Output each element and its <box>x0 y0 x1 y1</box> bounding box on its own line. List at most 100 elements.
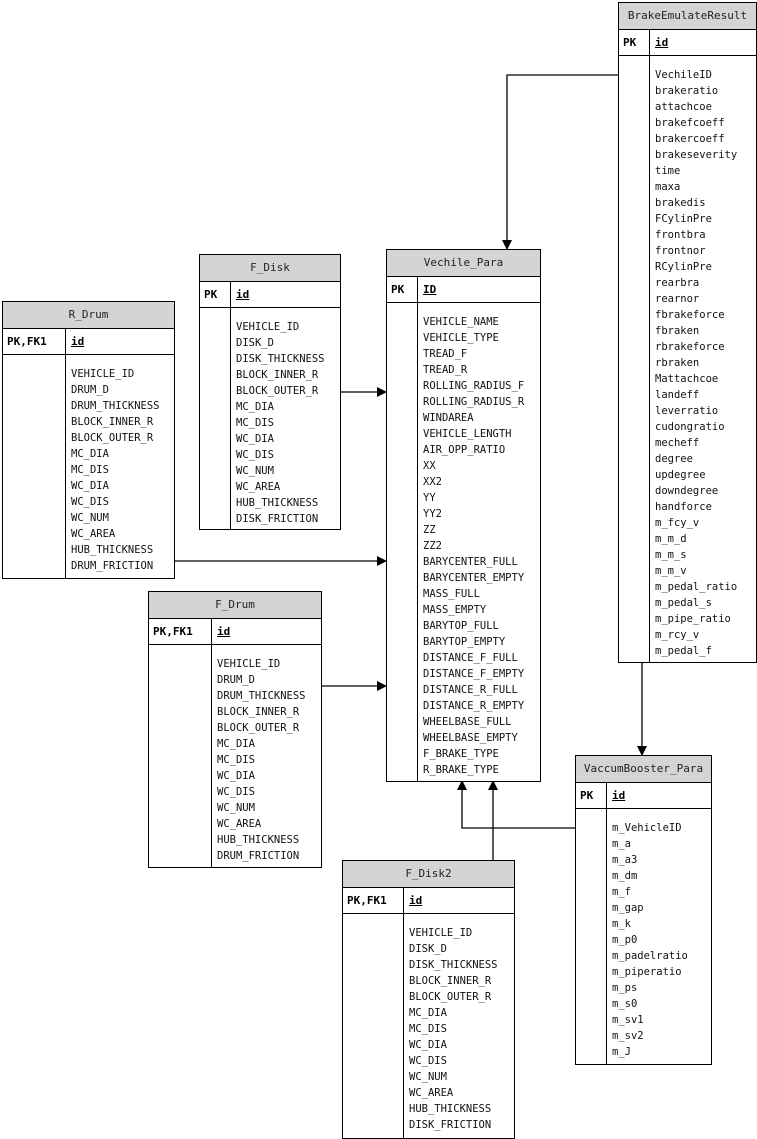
entity-title: Vechile_Para <box>387 250 540 277</box>
field: DRUM_FRICTION <box>217 850 300 862</box>
field: YY2 <box>423 508 442 520</box>
field: leverratio <box>655 405 719 417</box>
field: VEHICLE_ID <box>236 321 300 333</box>
field: m_p0 <box>612 934 638 946</box>
field: VEHICLE_ID <box>71 368 135 380</box>
field: time <box>655 165 681 177</box>
field: BARYTOP_FULL <box>423 620 499 632</box>
field: ZZ <box>423 524 436 536</box>
field: AIR_OPP_RATIO <box>423 444 506 456</box>
field: DRUM_FRICTION <box>71 560 154 572</box>
field: m_sv1 <box>612 1014 644 1026</box>
field: VEHICLE_ID <box>409 927 473 939</box>
field: DISK_FRICTION <box>409 1119 492 1131</box>
field: WC_NUM <box>409 1071 447 1083</box>
field: BLOCK_OUTER_R <box>236 385 319 397</box>
field: MC_DIA <box>236 401 274 413</box>
field: maxa <box>655 181 681 193</box>
field: fbrakeforce <box>655 309 725 321</box>
entity-title: VaccumBooster_Para <box>576 756 711 783</box>
field: WC_NUM <box>236 465 274 477</box>
field: BARYCENTER_EMPTY <box>423 572 525 584</box>
field: DISK_FRICTION <box>236 513 319 525</box>
field: MC_DIS <box>236 417 274 429</box>
primary-key-field: id <box>655 36 669 49</box>
field: brakefcoeff <box>655 117 725 129</box>
field: MC_DIS <box>217 754 255 766</box>
field: brakeratio <box>655 85 719 97</box>
field: brakedis <box>655 197 706 209</box>
field: F_BRAKE_TYPE <box>423 748 499 760</box>
link-brakeresult-to-vechile <box>502 74 618 250</box>
field: MASS_FULL <box>423 588 480 600</box>
field: WC_DIS <box>71 496 109 508</box>
entity-title: BrakeEmulateResult <box>619 3 756 30</box>
field: BLOCK_INNER_R <box>236 369 319 381</box>
key-type-label: PK,FK1 <box>347 894 387 907</box>
field: m_pipe_ratio <box>655 613 731 625</box>
field: handforce <box>655 501 712 513</box>
field: rbraken <box>655 357 700 369</box>
field: MC_DIS <box>71 464 109 476</box>
field: m_fcy_v <box>655 517 700 529</box>
field: HUB_THICKNESS <box>71 544 154 556</box>
field: ROLLING_RADIUS_F <box>423 380 525 392</box>
key-type-label: PK <box>580 789 594 802</box>
column-divider <box>211 619 212 867</box>
field: VEHICLE_LENGTH <box>423 428 512 440</box>
entity-title: R_Drum <box>3 302 174 329</box>
field: frontnor <box>655 245 706 257</box>
field: rearbra <box>655 277 700 289</box>
column-divider <box>65 329 66 578</box>
field: m_dm <box>612 870 638 882</box>
field: rbrakeforce <box>655 341 725 353</box>
field: BARYCENTER_FULL <box>423 556 518 568</box>
column-divider <box>649 30 650 662</box>
field: m_sv2 <box>612 1030 644 1042</box>
field: downdegree <box>655 485 719 497</box>
field: WC_DIA <box>217 770 255 782</box>
field: WC_DIS <box>217 786 255 798</box>
field: HUB_THICKNESS <box>217 834 300 846</box>
field: frontbra <box>655 229 706 241</box>
field: WC_AREA <box>236 481 281 493</box>
field: m_f <box>612 886 631 898</box>
field: mecheff <box>655 437 700 449</box>
field: DISTANCE_F_FULL <box>423 652 518 664</box>
field: TREAD_R <box>423 364 468 376</box>
key-type-label: PK,FK1 <box>7 335 47 348</box>
field: DISK_THICKNESS <box>236 353 325 365</box>
field: m_m_s <box>655 549 687 561</box>
field: HUB_THICKNESS <box>409 1103 492 1115</box>
field: DISK_D <box>409 943 447 955</box>
link-vaccum-to-vechile <box>457 780 575 829</box>
field: rearnor <box>655 293 700 305</box>
column-divider <box>606 783 607 1064</box>
field: BLOCK_INNER_R <box>409 975 492 987</box>
field: BLOCK_OUTER_R <box>217 722 300 734</box>
field: DRUM_THICKNESS <box>71 400 160 412</box>
field: WHEELBASE_EMPTY <box>423 732 518 744</box>
field: m_ps <box>612 982 638 994</box>
field: m_piperatio <box>612 966 682 978</box>
field: DISTANCE_R_FULL <box>423 684 518 696</box>
field: updegree <box>655 469 706 481</box>
key-type-label: PK <box>204 288 218 301</box>
field: m_J <box>612 1046 631 1058</box>
primary-key-field: id <box>217 625 231 638</box>
field: RCylinPre <box>655 261 712 273</box>
field: m_pedal_s <box>655 597 712 609</box>
field: TREAD_F <box>423 348 468 360</box>
field: WC_AREA <box>217 818 262 830</box>
